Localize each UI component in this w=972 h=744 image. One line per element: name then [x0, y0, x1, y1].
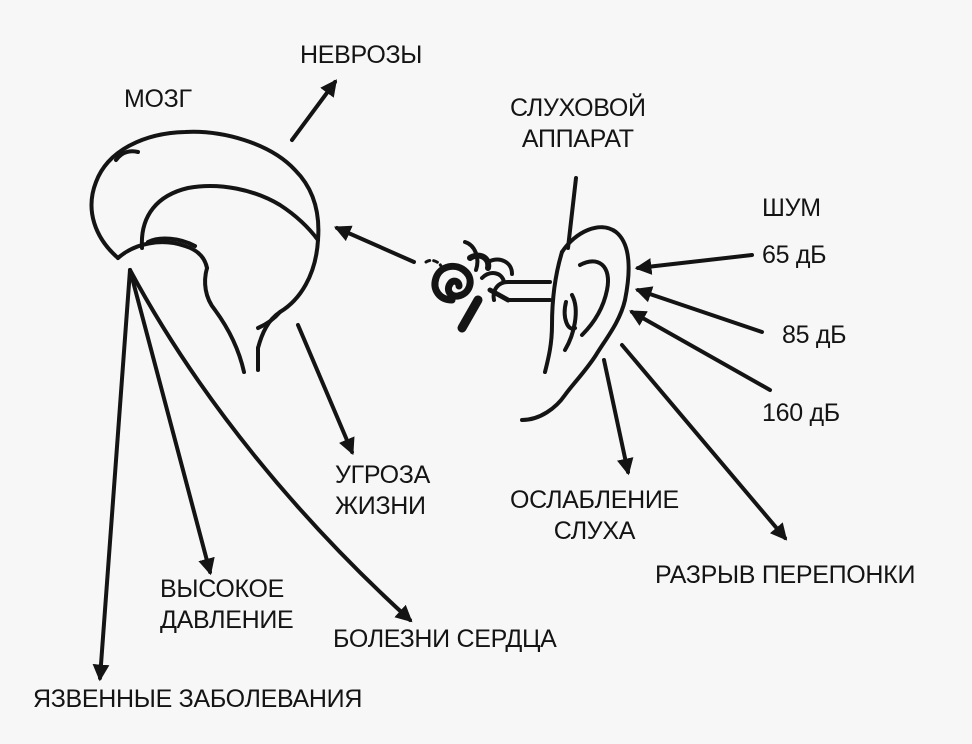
high-pressure-line-1: ВЫСОКОЕ [160, 574, 293, 605]
life-threat-line-1: УГРОЗА [335, 460, 430, 491]
noise-65db-label: 65 дБ [762, 240, 826, 271]
brain-label: МОЗГ [124, 84, 192, 115]
arrow-to-pressure [130, 270, 210, 572]
hearing-loss-line-1: ОСЛАБЛЕНИЕ [510, 485, 679, 516]
eardrum-rupture-label: РАЗРЫВ ПЕРЕПОНКИ [655, 560, 915, 591]
hearing-aid-label: СЛУХОВОЙ АППАРАТ [510, 93, 646, 155]
high-pressure-line-2: ДАВЛЕНИЕ [160, 605, 293, 636]
arrow-to-life-threat [298, 325, 352, 452]
ulcer-disease-label: ЯЗВЕННЫЕ ЗАБОЛЕВАНИЯ [33, 684, 362, 715]
noise-85db-label: 85 дБ [782, 320, 846, 351]
hearing-aid-line-2: АППАРАТ [510, 124, 646, 155]
hearing-loss-label: ОСЛАБЛЕНИЕ СЛУХА [510, 485, 679, 547]
heart-disease-label: БОЛЕЗНИ СЕРДЦА [333, 624, 557, 655]
hearing-aid-line-1: СЛУХОВОЙ [510, 93, 646, 124]
neuroses-label: НЕВРОЗЫ [300, 40, 422, 71]
arrow-to-neuroses [292, 82, 335, 140]
life-threat-line-2: ЖИЗНИ [335, 491, 430, 522]
arrow-to-hearing-loss [604, 360, 628, 472]
arrow-ear-to-brain [337, 228, 414, 262]
high-pressure-label: ВЫСОКОЕ ДАВЛЕНИЕ [160, 574, 293, 636]
inner-ear-icon [426, 242, 550, 328]
arrow-noise-65 [638, 255, 752, 268]
noise-160db-label: 160 дБ [762, 398, 840, 429]
life-threat-label: УГРОЗА ЖИЗНИ [335, 460, 430, 522]
noise-label: ШУМ [762, 193, 821, 224]
hearing-loss-line-2: СЛУХА [510, 516, 679, 547]
arrow-to-ulcer [100, 270, 130, 678]
